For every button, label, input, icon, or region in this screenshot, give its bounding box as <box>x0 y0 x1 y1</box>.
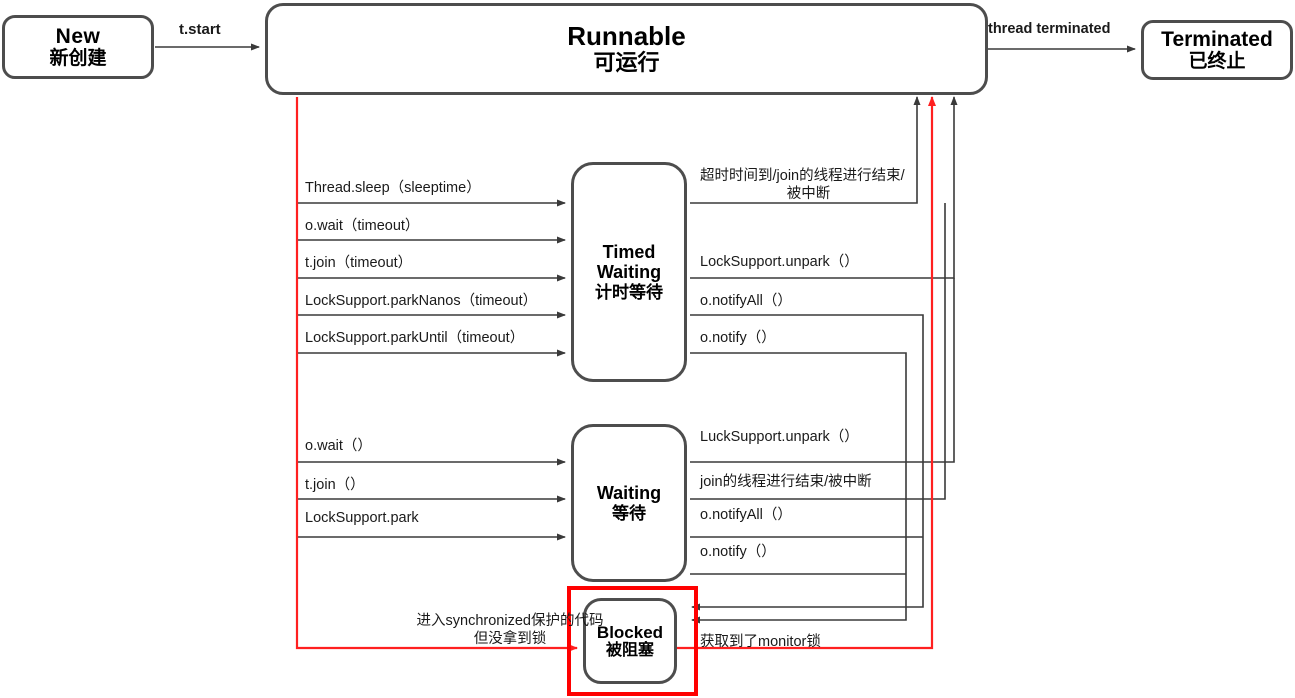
edge-waiting-join-riser <box>690 203 946 500</box>
label-timed-notifyall: o.notifyAll（） <box>700 293 792 309</box>
node-runnable-label-cn: 可运行 <box>593 50 660 76</box>
node-new-label-en: New <box>55 24 101 48</box>
label-waiting-notifyall: o.notifyAll（） <box>700 507 792 523</box>
label-t-join: t.join（） <box>305 477 365 493</box>
label-waiting-notify: o.notify（） <box>700 544 776 560</box>
label-parknanos: LockSupport.parkNanos（timeout） <box>305 293 538 309</box>
node-blocked[interactable]: Blocked 被阻塞 <box>583 598 677 684</box>
label-o-wait-timeout: o.wait（timeout） <box>305 218 420 234</box>
label-locksupport-unpark: LockSupport.unpark（） <box>700 254 859 270</box>
label-t-start: t.start <box>179 21 221 38</box>
node-waiting-label-en: Waiting <box>596 483 662 504</box>
node-new[interactable]: New 新创建 <box>2 15 154 79</box>
node-waiting-label-cn: 等待 <box>612 503 646 523</box>
node-blocked-label-en: Blocked <box>596 622 664 642</box>
edge-timed-notifyall-to-blocked <box>690 314 924 611</box>
label-t-join-timeout: t.join（timeout） <box>305 255 413 271</box>
edge-timed-timeout-to-runnable <box>690 96 921 204</box>
node-timed-waiting[interactable]: Timed Waiting 计时等待 <box>571 162 687 382</box>
node-timed-waiting-label-en2: Waiting <box>596 262 662 283</box>
node-waiting[interactable]: Waiting 等待 <box>571 424 687 582</box>
node-blocked-label-cn: 被阻塞 <box>605 641 654 659</box>
label-thread-terminated: thread terminated <box>988 21 1111 37</box>
node-timed-waiting-label-en1: Timed <box>602 242 656 263</box>
label-enter-synchronized-line1: 进入synchronized保护的代码 <box>416 613 604 629</box>
label-parkuntil: LockSupport.parkUntil（timeout） <box>305 330 525 346</box>
edge-runnable-to-blocked-red <box>295 97 578 652</box>
edge-timed-notify-to-blocked <box>690 352 907 624</box>
label-join-finished: join的线程进行结束/被中断 <box>700 474 872 490</box>
label-timed-timeout-line2: 被中断 <box>786 186 831 202</box>
node-runnable-label-en: Runnable <box>567 21 686 52</box>
label-acquired-monitor-lock: 获取到了monitor锁 <box>700 634 821 650</box>
node-timed-waiting-label-cn: 计时等待 <box>595 282 663 302</box>
node-terminated-label-cn: 已终止 <box>1188 51 1246 73</box>
label-locksupport-park: LockSupport.park <box>305 510 419 526</box>
edge-waiting-unpark-riser <box>690 278 955 463</box>
blocked-highlight-box <box>567 586 698 696</box>
label-o-wait: o.wait（） <box>305 438 372 454</box>
label-timed-notify: o.notify（） <box>700 330 776 346</box>
node-terminated[interactable]: Terminated 已终止 <box>1141 20 1293 80</box>
edge-blocked-to-runnable-red <box>677 96 936 650</box>
node-runnable[interactable]: Runnable 可运行 <box>265 3 988 95</box>
label-lucksupport-unpark: LuckSupport.unpark（） <box>700 429 859 445</box>
node-terminated-label-en: Terminated <box>1161 27 1273 51</box>
label-enter-synchronized-line2: 但没拿到锁 <box>473 631 547 647</box>
node-new-label-cn: 新创建 <box>49 48 107 70</box>
label-timed-timeout-line1: 超时时间到/join的线程进行结束/ <box>700 168 905 184</box>
label-thread-sleep: Thread.sleep（sleeptime） <box>305 180 481 196</box>
